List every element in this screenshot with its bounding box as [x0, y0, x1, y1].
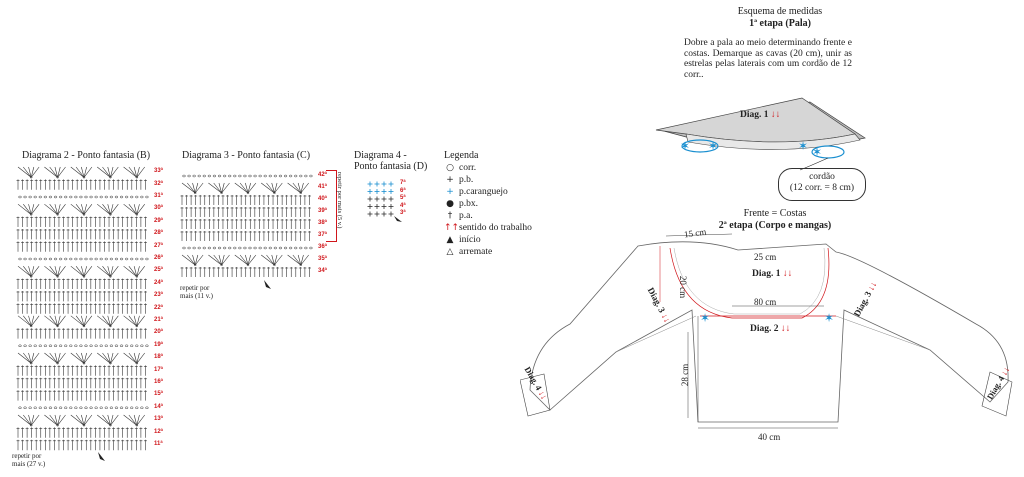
row-number: 42ª	[318, 172, 327, 178]
legend-direction: ↑↑ sentido do trabalho	[444, 223, 532, 233]
row-number: 17ª	[154, 366, 163, 373]
scheme-instructions: Dobre a pala ao meio determinando frente…	[684, 38, 852, 80]
row-number: 15ª	[154, 391, 163, 398]
row-number: 11ª	[154, 441, 163, 447]
row-number: 35ª	[318, 256, 327, 262]
diagram3-title: Diagrama 3 - Ponto fantasia (C)	[182, 150, 311, 161]
front-back-title: Frente = Costas	[743, 208, 807, 219]
row-number: 32ª	[154, 180, 163, 187]
row-number: 4ª	[400, 202, 406, 209]
row-number: 20ª	[154, 329, 163, 336]
row-number: 31ª	[154, 193, 163, 199]
legend-finish: △ arremate	[444, 246, 554, 258]
legend-title: Legenda	[444, 150, 479, 161]
measure-40cm: 40 cm	[758, 432, 781, 442]
diagram3-chart	[180, 174, 313, 277]
pala-drawing: ✶ ✶ ✶ ✶	[655, 97, 866, 171]
row-number: 33ª	[154, 168, 163, 175]
scheme-title: Esquema de medidas	[737, 6, 823, 17]
row-number: 7ª	[400, 180, 406, 186]
measure-25cm: 25 cm	[754, 252, 777, 262]
diagram3-side-repeat: repetir por mais (5 v.)	[336, 172, 343, 229]
row-number: 22ª	[154, 304, 163, 311]
legend-symbol-icon: ●	[446, 199, 454, 209]
measure-28cm: 28 cm	[680, 363, 691, 387]
body-diag1-label: Diag. 1 ↓↓	[752, 269, 793, 279]
row-number: 39ª	[318, 208, 327, 214]
start-arrow-icon	[98, 452, 105, 461]
row-number: 30ª	[154, 205, 163, 212]
start-arrow-icon: ▲	[446, 235, 454, 245]
legend-symbol-icon: +	[446, 187, 454, 197]
direction-arrows-icon: ↑↑	[444, 223, 460, 233]
row-number: 12ª	[154, 428, 163, 435]
row-number: 27ª	[154, 242, 163, 249]
row-number: 18ª	[154, 354, 163, 361]
legend-start: ▲ início	[444, 234, 554, 246]
star-icon: ✶	[680, 139, 690, 153]
row-number: 29ª	[154, 217, 163, 224]
diagram2: 33ª 32ª 31ª 30ª 29ª 28ª 27ª 26ª 25ª 24ª 23ª 22ª 21ª 2…	[14, 166, 174, 456]
row-number: 38ª	[318, 220, 327, 226]
body-diag2-label: Diag. 2 ↓↓	[750, 324, 791, 334]
legend-item: ●p.bx.	[444, 198, 554, 210]
diagram4-title: Diagrama 4 - Ponto fantasia (D)	[354, 150, 428, 172]
body-drawing: ✶ ✶	[520, 233, 1013, 429]
stage2-title: 2ª etapa (Corpo e mangas)	[718, 220, 832, 231]
cord-callout: cordão (12 corr. = 8 cm)	[778, 168, 866, 201]
diagram3-bracket	[326, 170, 337, 242]
legend: Legenda ○corr.+p.b.+p.caranguejo●p.bx.†p…	[444, 150, 554, 258]
star-icon: ✶	[812, 145, 822, 159]
star-icon: ✶	[708, 139, 718, 153]
row-number: 24ª	[154, 279, 163, 286]
row-number: 40ª	[318, 196, 327, 202]
star-icon: ✶	[700, 311, 710, 325]
row-number: 41ª	[318, 184, 327, 190]
pala-diag1-label: Diag. 1 ↓↓	[740, 110, 781, 120]
diagram2-repeat: repetir por mais (27 v.)	[12, 452, 46, 468]
start-arrow-icon	[264, 280, 271, 289]
row-number: 14ª	[154, 403, 163, 410]
row-number: 5ª	[400, 195, 406, 201]
row-number: 28ª	[154, 230, 163, 237]
row-number: 21ª	[154, 317, 163, 323]
legend-item: ○corr.	[444, 162, 554, 174]
row-number: 13ª	[154, 416, 163, 423]
scheme-header: Esquema de medidas 1ª etapa (Pala)	[660, 6, 900, 30]
row-number: 3ª	[400, 210, 406, 216]
row-number: 25ª	[154, 267, 163, 274]
stage2-header: Frente = Costas 2ª etapa (Corpo e mangas…	[690, 208, 860, 232]
row-number: 16ª	[154, 379, 163, 385]
diagram4-chart	[367, 181, 402, 222]
diagram2-title: Diagrama 2 - Ponto fantasia (B)	[22, 150, 151, 161]
legend-symbol-icon: ○	[446, 163, 454, 173]
row-number: 23ª	[154, 292, 163, 299]
star-icon: ✶	[824, 311, 834, 325]
row-number: 36ª	[318, 244, 327, 250]
legend-symbol-icon: +	[446, 175, 454, 185]
row-number: 19ª	[154, 341, 163, 348]
row-number: 6ª	[400, 187, 406, 194]
row-number: 26ª	[154, 255, 163, 261]
diagram3: 42ª 41ª 40ª 39ª 38ª 37ª 36ª 35ª 34ª	[178, 170, 338, 285]
measure-20cm: 20 cm	[678, 275, 689, 299]
row-number: 34ª	[318, 268, 327, 274]
legend-symbol-icon: †	[447, 211, 453, 221]
finish-arrow-icon: △	[446, 247, 454, 257]
legend-item: †p.a.	[444, 210, 554, 222]
diagram3-repeat: repetir por mais (11 v.)	[180, 284, 213, 300]
legend-item: +p.b.	[444, 174, 554, 186]
row-number: 37ª	[318, 232, 327, 238]
diagram2-chart	[16, 166, 149, 451]
measure-80cm: 80 cm	[754, 297, 777, 307]
star-icon: ✶	[798, 139, 808, 153]
stage1-title: 1ª etapa (Pala)	[749, 18, 811, 29]
legend-item: +p.caranguejo	[444, 186, 554, 198]
